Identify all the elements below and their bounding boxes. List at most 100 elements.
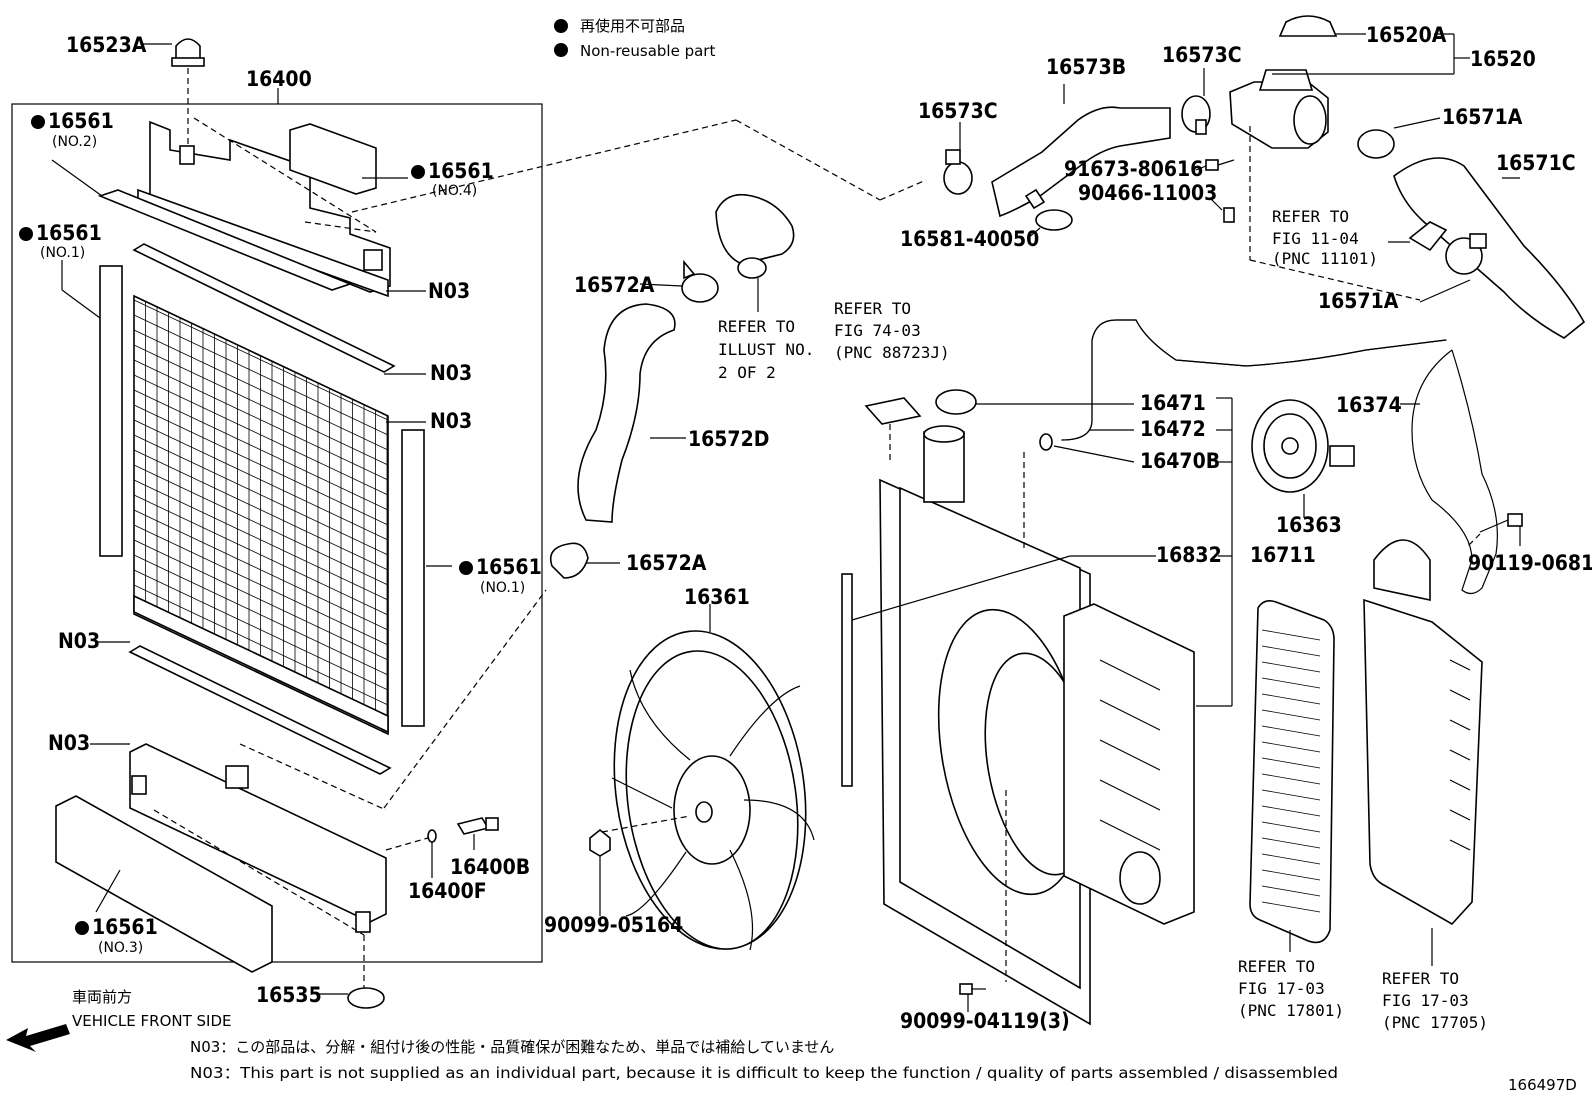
nut-90099-05164 (589, 828, 611, 857)
fan-motor-16363 (1251, 399, 1355, 493)
ref-fig1104-line2: FIG 11-04 (1272, 229, 1359, 248)
label-16374: 16374 (1336, 393, 1402, 417)
clamp-16571A-top (1357, 129, 1395, 159)
radiator-cap-16520A (1278, 15, 1338, 37)
label-n03-2: N03 (430, 361, 472, 385)
seal-16561-no1-left (99, 265, 123, 557)
label-90099-05164: 90099-05164 (544, 913, 683, 937)
figure-id: 166497D (1508, 1076, 1577, 1094)
label-16832: 16832 (1156, 543, 1222, 567)
ref-fig7403-line3: (PNC 88723J) (834, 343, 950, 362)
ref-fig7403-line2: FIG 74-03 (834, 321, 921, 340)
label-16363: 16363 (1276, 513, 1342, 537)
non-reusable-bullet-icon (75, 921, 89, 935)
label-16361: 16361 (684, 585, 750, 609)
label-90099-04119: 90099-04119(3) (900, 1009, 1070, 1033)
label-16400: 16400 (246, 67, 312, 91)
radiator-assembly-box (11, 103, 543, 963)
ref-fig1703a-line3: (PNC 17801) (1238, 1001, 1344, 1020)
plug-16535 (347, 987, 385, 1009)
clamp-16573C-left (943, 149, 973, 195)
label-16523A: 16523A (66, 33, 147, 57)
label-16571A-top: 16571A (1442, 105, 1523, 129)
bolt-91673-80616 (1205, 159, 1235, 171)
label-n03-5: N03 (48, 731, 90, 755)
ref-fig1703b-line2: FIG 17-03 (1382, 991, 1469, 1010)
non-reusable-bullet-icon (459, 561, 473, 575)
hose-clamp-16572A-bottom (549, 542, 589, 579)
hose-16573B (991, 106, 1171, 218)
n03-note-jp: N03：この部品は、分解・組付け後の性能・品質確保が困難なため、単品では補給して… (190, 1038, 834, 1056)
clamp-16571A-bottom (1445, 233, 1487, 275)
ref-fig1703b-line3: (PNC 17705) (1382, 1013, 1488, 1032)
label-16561-no2: 16561 (48, 109, 114, 133)
label-16561-no3: 16561 (92, 915, 158, 939)
vehicle-front-arrow-icon (6, 1024, 70, 1052)
label-n03-4: N03 (58, 629, 100, 653)
clamp-16573C-right (1181, 95, 1211, 135)
water-outlet-16520 (1229, 69, 1329, 149)
non-reusable-bullet-icon (554, 43, 568, 57)
ref-illust-line1: REFER TO (718, 317, 795, 336)
ref-fig7403-line1: REFER TO (834, 299, 911, 318)
clamp-16581-40050 (1024, 188, 1073, 231)
drain-cock-16400B (456, 817, 499, 835)
ref-fig1703a-line2: FIG 17-03 (1238, 979, 1325, 998)
label-16471: 16471 (1140, 391, 1206, 415)
wire-harness-16374 (1411, 349, 1498, 595)
label-no2: (NO.2) (52, 134, 97, 150)
fan-blade-16361 (601, 630, 815, 951)
label-90466-11003: 90466-11003 (1078, 181, 1217, 205)
fan-shroud-16711 (879, 425, 1096, 1026)
vehicle-front-jp: 車両前方 (72, 988, 132, 1006)
hose-16571C (1393, 157, 1586, 339)
label-16573C-left: 16573C (918, 99, 998, 123)
label-no1-left: (NO.1) (40, 245, 85, 261)
non-reusable-bullet-icon (411, 165, 425, 179)
seal-16561-no1-right (401, 429, 425, 727)
ref-fig1703a-line1: REFER TO (1238, 957, 1315, 976)
label-16572A-bottom: 16572A (626, 551, 707, 575)
label-16472: 16472 (1140, 417, 1206, 441)
seal-16561-no4 (289, 123, 377, 195)
label-16535: 16535 (256, 983, 322, 1007)
o-ring-16400F (427, 829, 437, 843)
label-16520: 16520 (1470, 47, 1536, 71)
air-filter-element (1249, 600, 1335, 952)
label-16400F: 16400F (408, 879, 487, 903)
label-16561-no1-left: 16561 (36, 221, 102, 245)
ref-fig1703b-line1: REFER TO (1382, 969, 1459, 988)
hose-16572D (577, 303, 676, 523)
label-16571C: 16571C (1496, 151, 1576, 175)
label-no4: (NO.4) (432, 183, 477, 199)
ref-fig1104-line3: (PNC 11101) (1272, 249, 1378, 268)
radiator-core (133, 294, 389, 736)
label-16581-40050: 16581-40050 (900, 227, 1039, 251)
label-90119-06817: 90119-06817 (1468, 551, 1592, 575)
label-16470B: 16470B (1140, 449, 1220, 473)
ref-illust-line3: 2 OF 2 (718, 363, 776, 382)
label-91673-80616: 91673-80616 (1064, 157, 1203, 181)
legend-non-reusable-en: Non-reusable part (580, 42, 715, 60)
non-reusable-bullet-icon (31, 115, 45, 129)
overflow-hose-16472 (1061, 319, 1447, 441)
bolt-90099-04119 (959, 983, 986, 995)
ref-fig1104-line1: REFER TO (1272, 207, 1349, 226)
gasket-n03-lower (128, 645, 392, 775)
ref-illust-line2: ILLUST NO. (718, 340, 814, 359)
clip-16470B (1039, 433, 1053, 451)
legend-non-reusable-jp: 再使用不可部品 (580, 17, 685, 35)
reservoir-cap-16471 (935, 389, 977, 415)
label-16571A-bottom: 16571A (1318, 289, 1399, 313)
non-reusable-bullet-icon (554, 19, 568, 33)
label-16573C-right: 16573C (1162, 43, 1242, 67)
label-n03-3: N03 (430, 409, 472, 433)
non-reusable-bullet-icon (19, 227, 33, 241)
label-16400B: 16400B (450, 855, 530, 879)
radiator-cap-16523A (171, 38, 205, 148)
upper-tank (137, 117, 391, 298)
seal-16832 (841, 573, 853, 787)
label-16573B: 16573B (1046, 55, 1126, 79)
air-cleaner-case (1363, 539, 1483, 966)
